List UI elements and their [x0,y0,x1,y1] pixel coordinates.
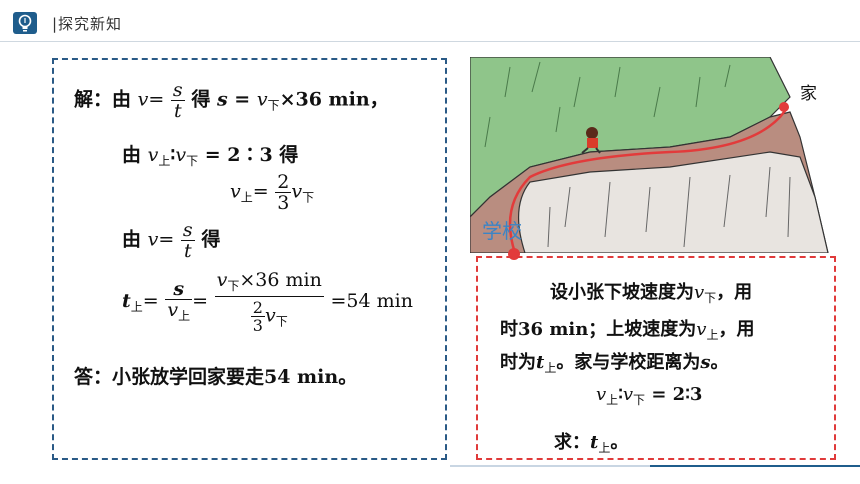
problem-line-3: 时为t上。家与学校距离为s。 [500,352,729,375]
problem-line-1: 设小张下坡速度为v下，用 [550,282,753,305]
section-title: |探究新知 [52,15,123,33]
header-divider [0,41,860,42]
lightbulb-icon [13,12,37,34]
home-label: 家 [800,84,817,104]
mountain-road-svg [470,57,829,253]
solution-line-2: 由 v上∶v下 = 2∶3 得 [122,144,299,168]
problem-box: 设小张下坡速度为v下，用 时36 min；上坡速度为v上，用 时为t上。家与学校… [476,256,836,460]
problem-line-5: 求：t上。 [554,432,629,455]
answer-line: 答：小张放学回家要走54 min。 [74,366,358,388]
mountain-illustration: 家 学校 [470,57,830,253]
footer-accent-line [650,465,860,467]
student-figure [581,127,601,154]
school-label: 学校 [482,219,522,243]
problem-line-4: v上∶v下 = 2∶3 [596,384,703,407]
slide-header: |探究新知 [0,0,860,44]
problem-line-2: 时36 min；上坡速度为v上，用 [500,319,755,342]
